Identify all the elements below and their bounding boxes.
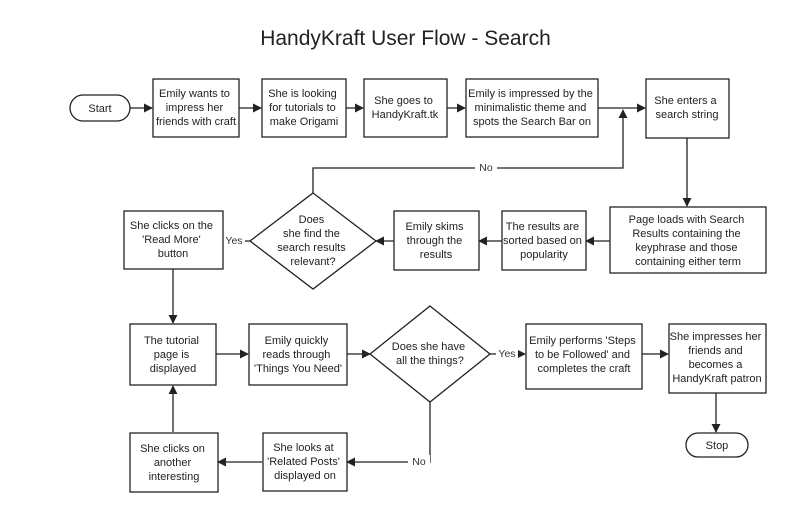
node-start: Start (69, 94, 131, 122)
node-page-loads-text: Page loads with Search Results containin… (629, 214, 748, 268)
node-performs: Emily performs 'Steps to be Followed' an… (525, 323, 643, 390)
node-skims: Emily skims through the results (393, 210, 480, 271)
node-enters-text: She enters a search string (654, 95, 719, 121)
node-goes: She goes to HandyKraft.tk (363, 78, 448, 138)
node-looking-text: She is looking for tutorials to make Ori… (268, 88, 340, 128)
node-tutorial: The tutorial page is displayed (129, 323, 217, 386)
edge-label-things-yes: Yes (498, 348, 515, 360)
edge-label-relevant-yes: Yes (225, 235, 242, 247)
node-patron: She impresses her friends and becomes a … (668, 323, 767, 394)
edge-have-things-no-to-related (346, 402, 431, 467)
edges (130, 103, 721, 467)
node-impress: Emily wants to impress her friends with … (152, 78, 240, 138)
node-start-label: Start (88, 103, 111, 115)
node-impressed-text: Emily is impressed by the minimalistic t… (468, 88, 596, 128)
node-another-text: She clicks on another interesting (140, 443, 208, 483)
node-sorted: The results are sorted based on populari… (501, 210, 587, 271)
edge-label-relevant-no: No (479, 162, 493, 174)
node-stop-label: Stop (706, 440, 729, 452)
node-impressed: Emily is impressed by the minimalistic t… (465, 78, 599, 138)
node-reads-text: Emily quickly reads through 'Things You … (254, 335, 342, 375)
node-impress-text: Emily wants to impress her friends with … (156, 88, 236, 128)
node-have-things-decision: Does she have all the things? (368, 305, 492, 403)
node-another: She clicks on another interesting (129, 432, 219, 493)
node-looking: She is looking for tutorials to make Ori… (261, 78, 347, 138)
node-related-text: She looks at 'Related Posts' displayed o… (267, 442, 343, 482)
node-read-more: She clicks on the 'Read More' button (123, 210, 224, 270)
node-reads: Emily quickly reads through 'Things You … (248, 323, 348, 386)
node-read-more-text: She clicks on the 'Read More' button (130, 220, 216, 260)
node-skims-text: Emily skims through the results (405, 221, 466, 261)
node-performs-text: Emily performs 'Steps to be Followed' an… (529, 335, 639, 375)
edge-labels: No Yes Yes No (223, 161, 518, 468)
node-sorted-text: The results are sorted based on populari… (503, 221, 585, 261)
node-relevant-text: Does she find the search results relevan… (277, 214, 349, 268)
node-stop: Stop (685, 432, 749, 458)
node-enters: She enters a search string (645, 78, 730, 139)
node-relevant-decision: Does she find the search results relevan… (248, 192, 378, 290)
node-patron-text: She impresses her friends and becomes a … (670, 331, 765, 385)
edge-relevant-no-loop (312, 109, 628, 193)
diagram-title: HandyKraft User Flow - Search (260, 27, 551, 50)
node-page-loads: Page loads with Search Results containin… (609, 206, 767, 274)
node-goes-text: She goes to HandyKraft.tk (372, 95, 439, 121)
node-related: She looks at 'Related Posts' displayed o… (262, 432, 348, 492)
node-tutorial-text: The tutorial page is displayed (144, 335, 202, 375)
node-have-things-text: Does she have all the things? (392, 341, 468, 367)
edge-label-things-no: No (412, 456, 426, 468)
